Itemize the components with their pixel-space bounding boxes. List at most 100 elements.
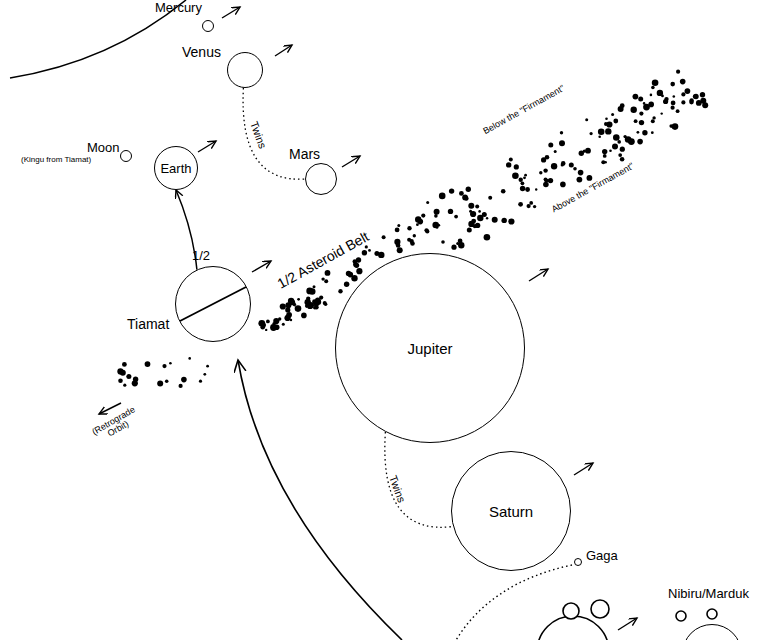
planet-name: Venus: [182, 45, 221, 59]
link-label: 1/2: [192, 249, 210, 262]
asteroid-dot: [486, 217, 488, 219]
motion-arrow: [342, 156, 360, 167]
motion-arrow: [222, 7, 240, 18]
asteroid-dot: [548, 142, 553, 147]
asteroid-dot: [633, 94, 639, 100]
asteroid-dot: [289, 299, 295, 305]
asteroid-dot: [439, 193, 446, 200]
asteroid-dot: [462, 195, 468, 201]
asteroid-dot: [638, 97, 643, 102]
asteroid-dot: [509, 157, 513, 161]
planet-circle: Mercury: [202, 20, 214, 32]
asteroid-dot: [365, 245, 368, 248]
asteroid-dot: [179, 384, 183, 388]
asteroid-dot: [133, 377, 138, 382]
asteroid-dot: [274, 325, 280, 331]
split-line: [180, 287, 246, 321]
asteroid-dot: [598, 135, 601, 138]
asteroid-dot: [206, 365, 209, 368]
asteroid-dot: [203, 373, 206, 376]
asteroid-dot: [634, 119, 638, 123]
asteroid-dot: [475, 223, 480, 228]
asteroid-dot: [578, 170, 584, 176]
asteroid-dot: [676, 109, 680, 113]
motion-arrow: [198, 141, 216, 152]
asteroid-dot: [671, 106, 675, 110]
asteroid-dot: [696, 100, 702, 106]
asteroid-dot: [598, 128, 605, 135]
asteroid-dot: [319, 296, 323, 300]
asteroid-dot: [590, 132, 593, 135]
asteroid-dot: [585, 118, 588, 121]
asteroid-dot: [611, 113, 614, 116]
moon-circle: [707, 609, 717, 619]
asteroid-dot: [604, 122, 608, 126]
asteroid-dot: [464, 196, 469, 201]
asteroid-dot: [577, 177, 583, 183]
planet-name: Saturn: [452, 452, 570, 570]
asteroid-dot: [673, 95, 676, 98]
asteroid-dot: [559, 140, 565, 146]
asteroid-dot: [651, 131, 654, 134]
asteroid-dot: [368, 249, 371, 252]
asteroid-dot: [356, 268, 362, 274]
planet-name: Mercury: [155, 1, 202, 14]
asteroid-dot: [521, 181, 525, 185]
asteroid-dot: [199, 380, 202, 383]
asteroid-dot: [520, 186, 525, 191]
asteroid-dot: [670, 82, 675, 87]
asteroid-dot: [169, 362, 172, 365]
asteroid-dot: [545, 155, 550, 160]
asteroid-dot: [613, 119, 618, 124]
asteroid-dot: [685, 88, 691, 94]
asteroid-dot: [123, 384, 126, 387]
asteroid-dot: [482, 212, 487, 217]
asteroid-dot: [266, 320, 270, 324]
asteroid-dot: [306, 288, 313, 295]
link-label: Twins: [248, 120, 268, 150]
split-line-layer: [174, 265, 250, 341]
planet-name: Mars: [289, 147, 320, 161]
asteroid-dot: [354, 263, 359, 268]
asteroid-dot: [323, 301, 327, 305]
asteroid-dot: [338, 289, 342, 293]
asteroid-dot: [527, 204, 531, 208]
asteroid-dot: [535, 188, 537, 190]
asteroid-dot: [639, 112, 643, 116]
asteroid-dot: [671, 101, 676, 106]
asteroid-dot: [681, 92, 685, 96]
asteroid-dot: [603, 154, 607, 158]
asteroid-dot: [413, 234, 416, 237]
planet-circle: Jupiter: [335, 253, 525, 443]
asteroid-dot: [449, 188, 454, 193]
planet-name: Nibiru/Marduk: [668, 587, 749, 600]
asteroid-dot: [543, 182, 549, 188]
asteroid-dot: [554, 150, 557, 153]
asteroid-dot: [434, 209, 440, 215]
planet-circle: Gaga: [574, 558, 582, 566]
asteroid-dot: [702, 102, 708, 108]
asteroid-dot: [693, 94, 697, 98]
planet-circle: Earth: [154, 146, 198, 190]
asteroid-dot: [652, 116, 655, 119]
asteroid-dot: [573, 167, 577, 171]
asteroid-dot: [324, 302, 328, 306]
asteroid-dot: [407, 238, 411, 242]
twins-link: [243, 88, 305, 179]
asteroid-dot: [459, 191, 464, 196]
asteroid-dot: [127, 375, 130, 378]
asteroid-dot: [508, 218, 514, 224]
asteroid-dot: [620, 157, 625, 162]
asteroid-dot: [295, 305, 302, 312]
asteroid-dot: [525, 187, 530, 192]
asteroid-dot: [484, 234, 491, 241]
asteroid-dot: [651, 86, 655, 90]
asteroid-dot: [416, 223, 419, 226]
asteroid-dot: [680, 79, 686, 85]
asteroid-dot: [117, 368, 123, 374]
asteroid-dot: [587, 175, 593, 181]
asteroid-dot: [676, 70, 680, 74]
asteroid-dot: [585, 148, 591, 154]
planet-circle: [537, 616, 609, 640]
asteroid-dot: [301, 313, 307, 319]
